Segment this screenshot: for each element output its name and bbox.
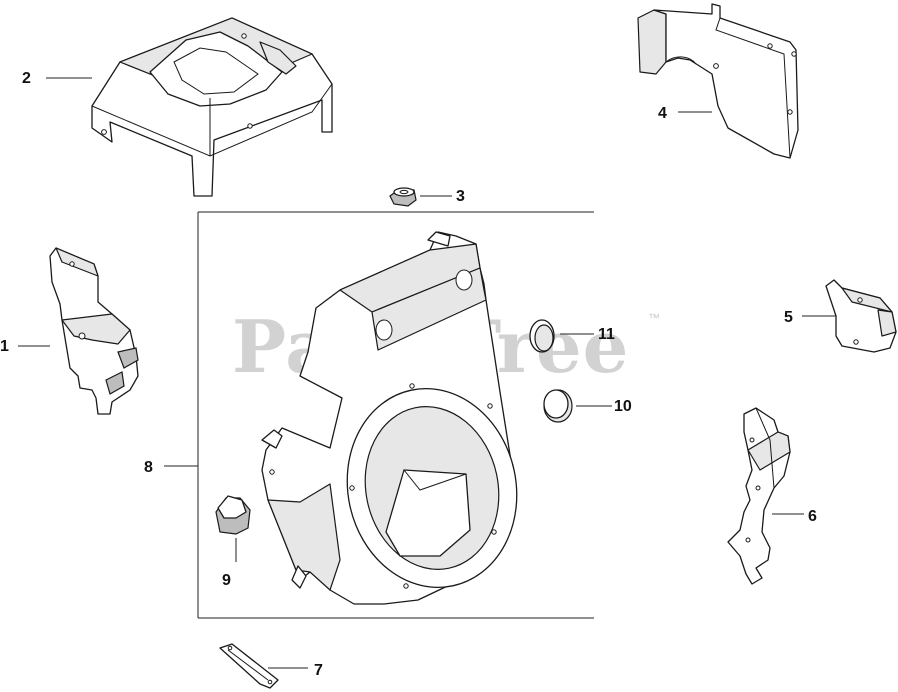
callout-2[interactable]: 2 [22,70,31,87]
callout-1[interactable]: 1 [0,338,9,355]
watermark-trademark: ™ [648,311,660,325]
part-5-small-bracket[interactable] [825,279,897,353]
part-10-disc[interactable] [543,389,573,423]
part-3-grommet[interactable] [389,187,417,207]
part-1-side-bracket[interactable] [49,247,139,415]
assembly-bracket [197,211,594,619]
callout-9[interactable]: 9 [222,572,231,589]
part-6-long-plate[interactable] [727,407,791,585]
callout-8[interactable]: 8 [144,459,153,476]
part-7-plate[interactable] [219,643,279,689]
callout-7[interactable]: 7 [314,662,323,679]
callout-3[interactable]: 3 [456,188,465,205]
part-11-plug[interactable] [529,319,555,353]
part-8-blower-housing[interactable] [261,231,535,605]
part-2-top-cover[interactable] [91,17,333,197]
callout-11[interactable]: 11 [598,326,615,343]
callout-6[interactable]: 6 [808,508,817,525]
callout-4[interactable]: 4 [658,105,667,122]
part-4-baffle[interactable] [637,3,799,159]
callout-5[interactable]: 5 [784,309,793,326]
part-9-grommet[interactable] [215,495,251,535]
callout-10[interactable]: 10 [614,398,632,415]
